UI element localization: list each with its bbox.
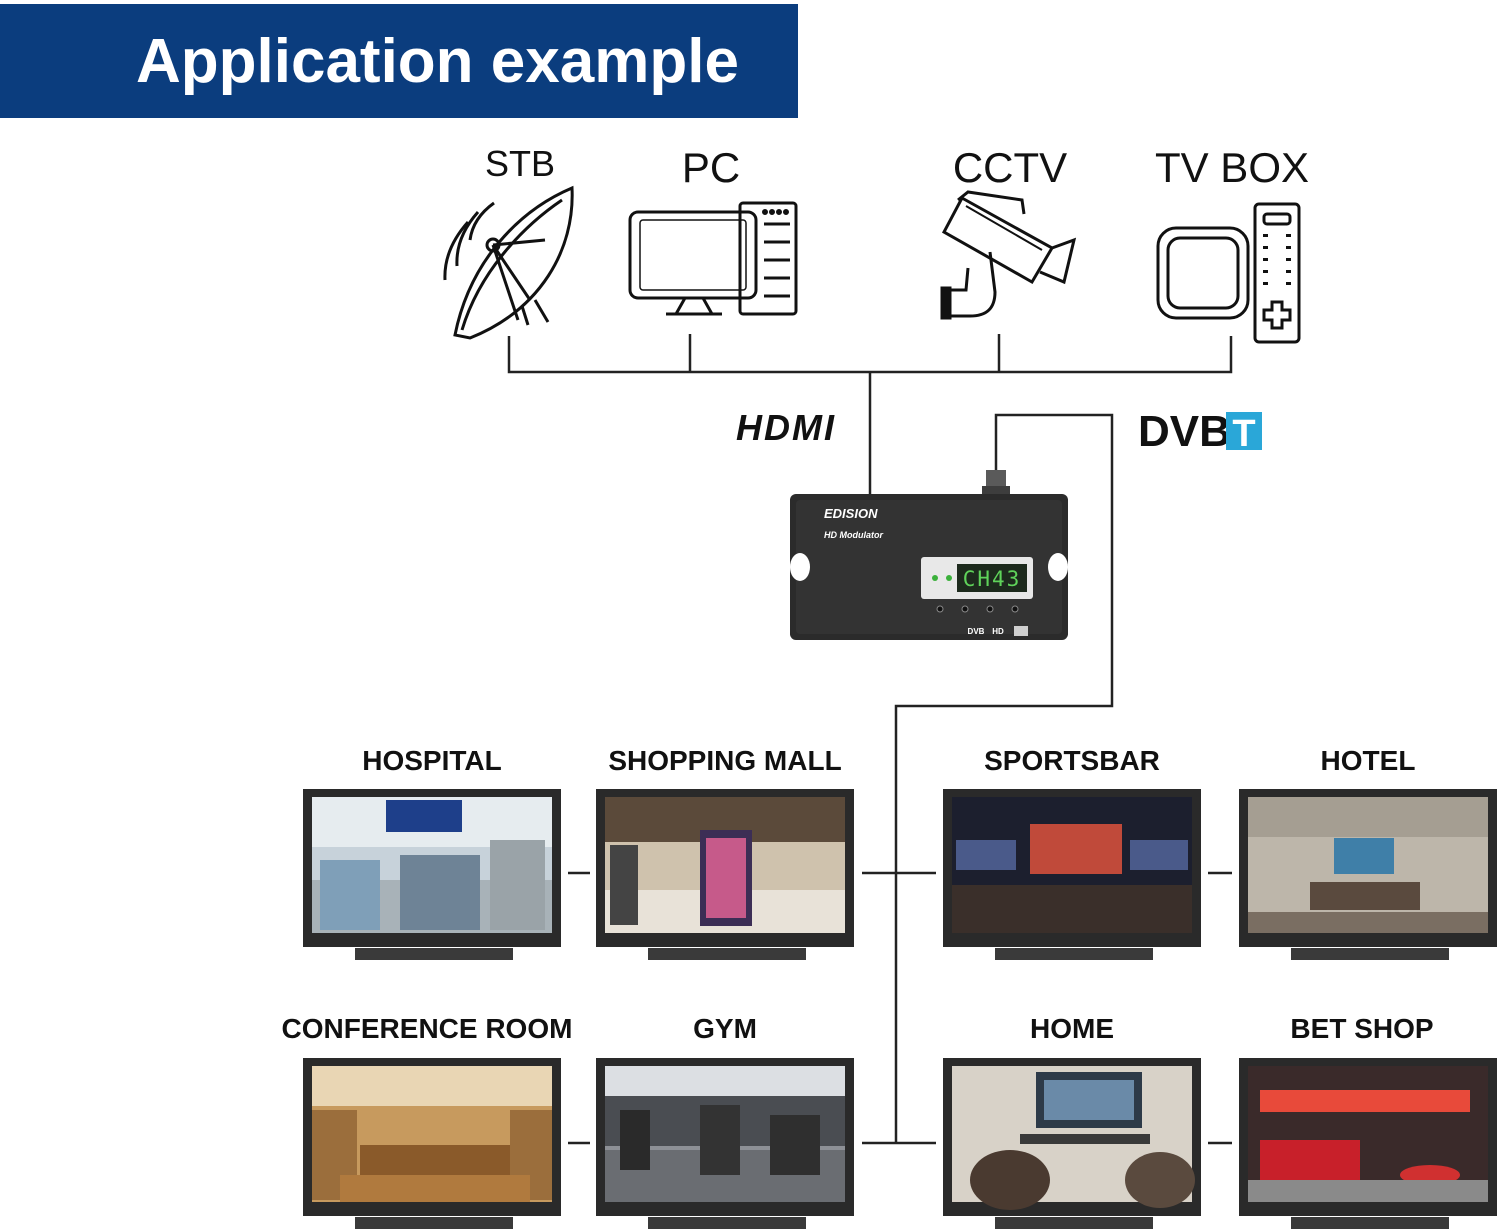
venue-label-gym: GYM [693, 1013, 757, 1044]
distribution-lines [568, 871, 1232, 1145]
source-label-pc: PC [682, 144, 740, 191]
rf-output-line [894, 413, 1114, 1144]
venue-label-hotel: HOTEL [1321, 745, 1416, 776]
desktop-computer-icon [628, 201, 798, 316]
hd-modulator-device: EDISION HD Modulator CH43 DVB HD [790, 470, 1068, 640]
title-banner: Application example [0, 4, 798, 118]
device-display: CH43 [963, 567, 1022, 591]
venue-tv-home: HOME [943, 1013, 1201, 1229]
venue-tv-sportsbar: SPORTSBAR [943, 745, 1201, 960]
dvbt-logo: DVB T [1138, 407, 1262, 456]
venue-tv-hotel: HOTEL [1239, 745, 1497, 960]
dvbt-logo-prefix: DVB [1138, 407, 1231, 456]
venue-label-hospital: HOSPITAL [362, 745, 501, 776]
source-label-cctv: CCTV [953, 144, 1067, 191]
device-footer-dvb: DVB [968, 627, 985, 636]
page-title: Application example [136, 27, 739, 96]
tv-box-remote-icon [1156, 202, 1301, 344]
dvbt-logo-suffix: T [1232, 413, 1255, 455]
device-brand: EDISION [824, 506, 878, 521]
source-connection-lines [507, 334, 1233, 494]
security-camera-icon [940, 190, 1077, 320]
venue-tv-gym: GYM [596, 1013, 854, 1229]
venue-tv-shopping-mall: SHOPPING MALL [596, 745, 854, 960]
venue-label-sportsbar: SPORTSBAR [984, 745, 1160, 776]
venue-tv-hospital: HOSPITAL [303, 745, 561, 960]
device-footer-hd: HD [992, 627, 1004, 636]
hdmi-logo: HDMI [736, 407, 836, 448]
venue-label-shopping-mall: SHOPPING MALL [608, 745, 841, 776]
satellite-dish-icon [443, 185, 574, 340]
venue-label-bet-shop: BET SHOP [1290, 1013, 1433, 1044]
venue-label-home: HOME [1030, 1013, 1114, 1044]
venue-label-conference-room: CONFERENCE ROOM [282, 1013, 573, 1044]
venue-tv-conference-room: CONFERENCE ROOM [282, 1013, 573, 1229]
source-label-stb: STB [485, 143, 555, 184]
venue-tv-bet-shop: BET SHOP [1239, 1013, 1497, 1229]
source-label-tv-box: TV BOX [1155, 144, 1309, 191]
device-model: HD Modulator [824, 530, 883, 540]
